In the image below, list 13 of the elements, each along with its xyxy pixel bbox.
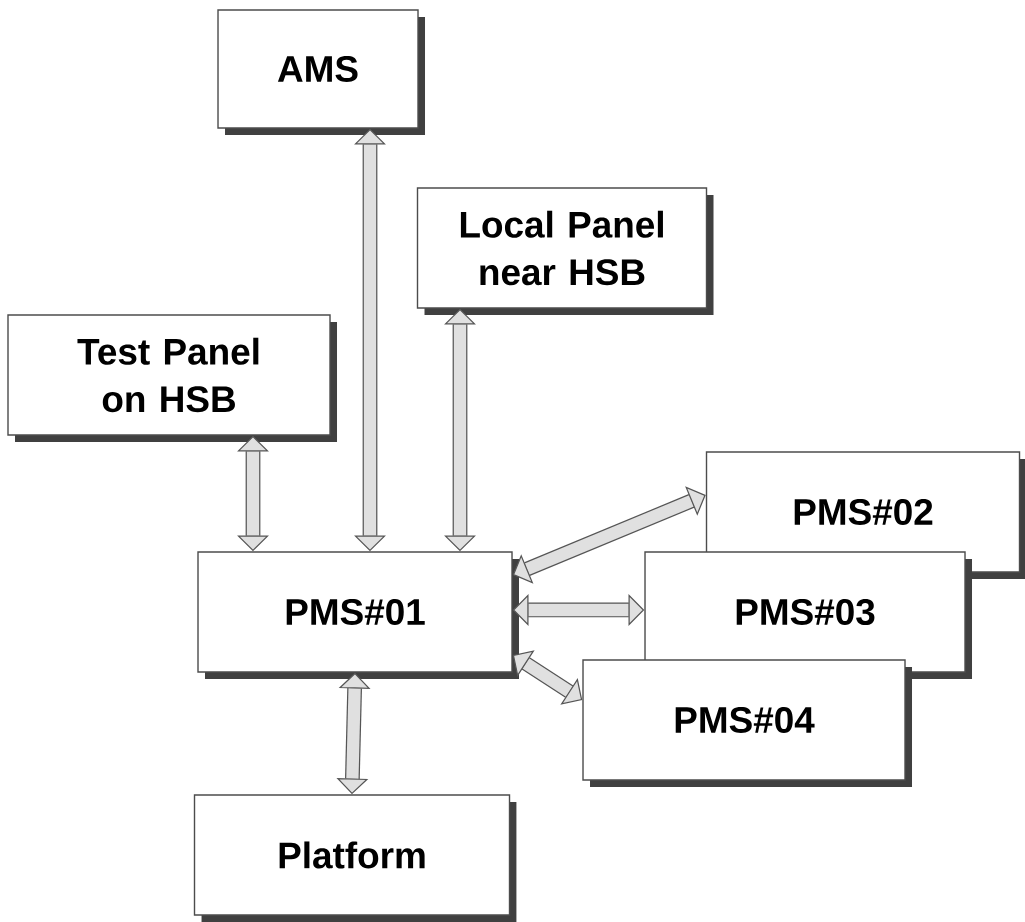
double-arrow [512, 650, 583, 705]
double-arrow [444, 308, 476, 552]
process-box: PMS#03 [644, 551, 972, 679]
process-box: Local Panel near HSB [416, 187, 714, 315]
double-arrow [512, 486, 706, 584]
process-box: Platform [193, 794, 517, 922]
process-box: AMS [217, 9, 425, 135]
double-arrow [512, 594, 645, 626]
double-arrow [237, 435, 269, 552]
process-box: Test Panel on HSB [7, 314, 337, 442]
process-box: PMS#04 [582, 659, 912, 787]
double-arrow [354, 128, 386, 552]
process-box: PMS#01 [197, 551, 519, 679]
